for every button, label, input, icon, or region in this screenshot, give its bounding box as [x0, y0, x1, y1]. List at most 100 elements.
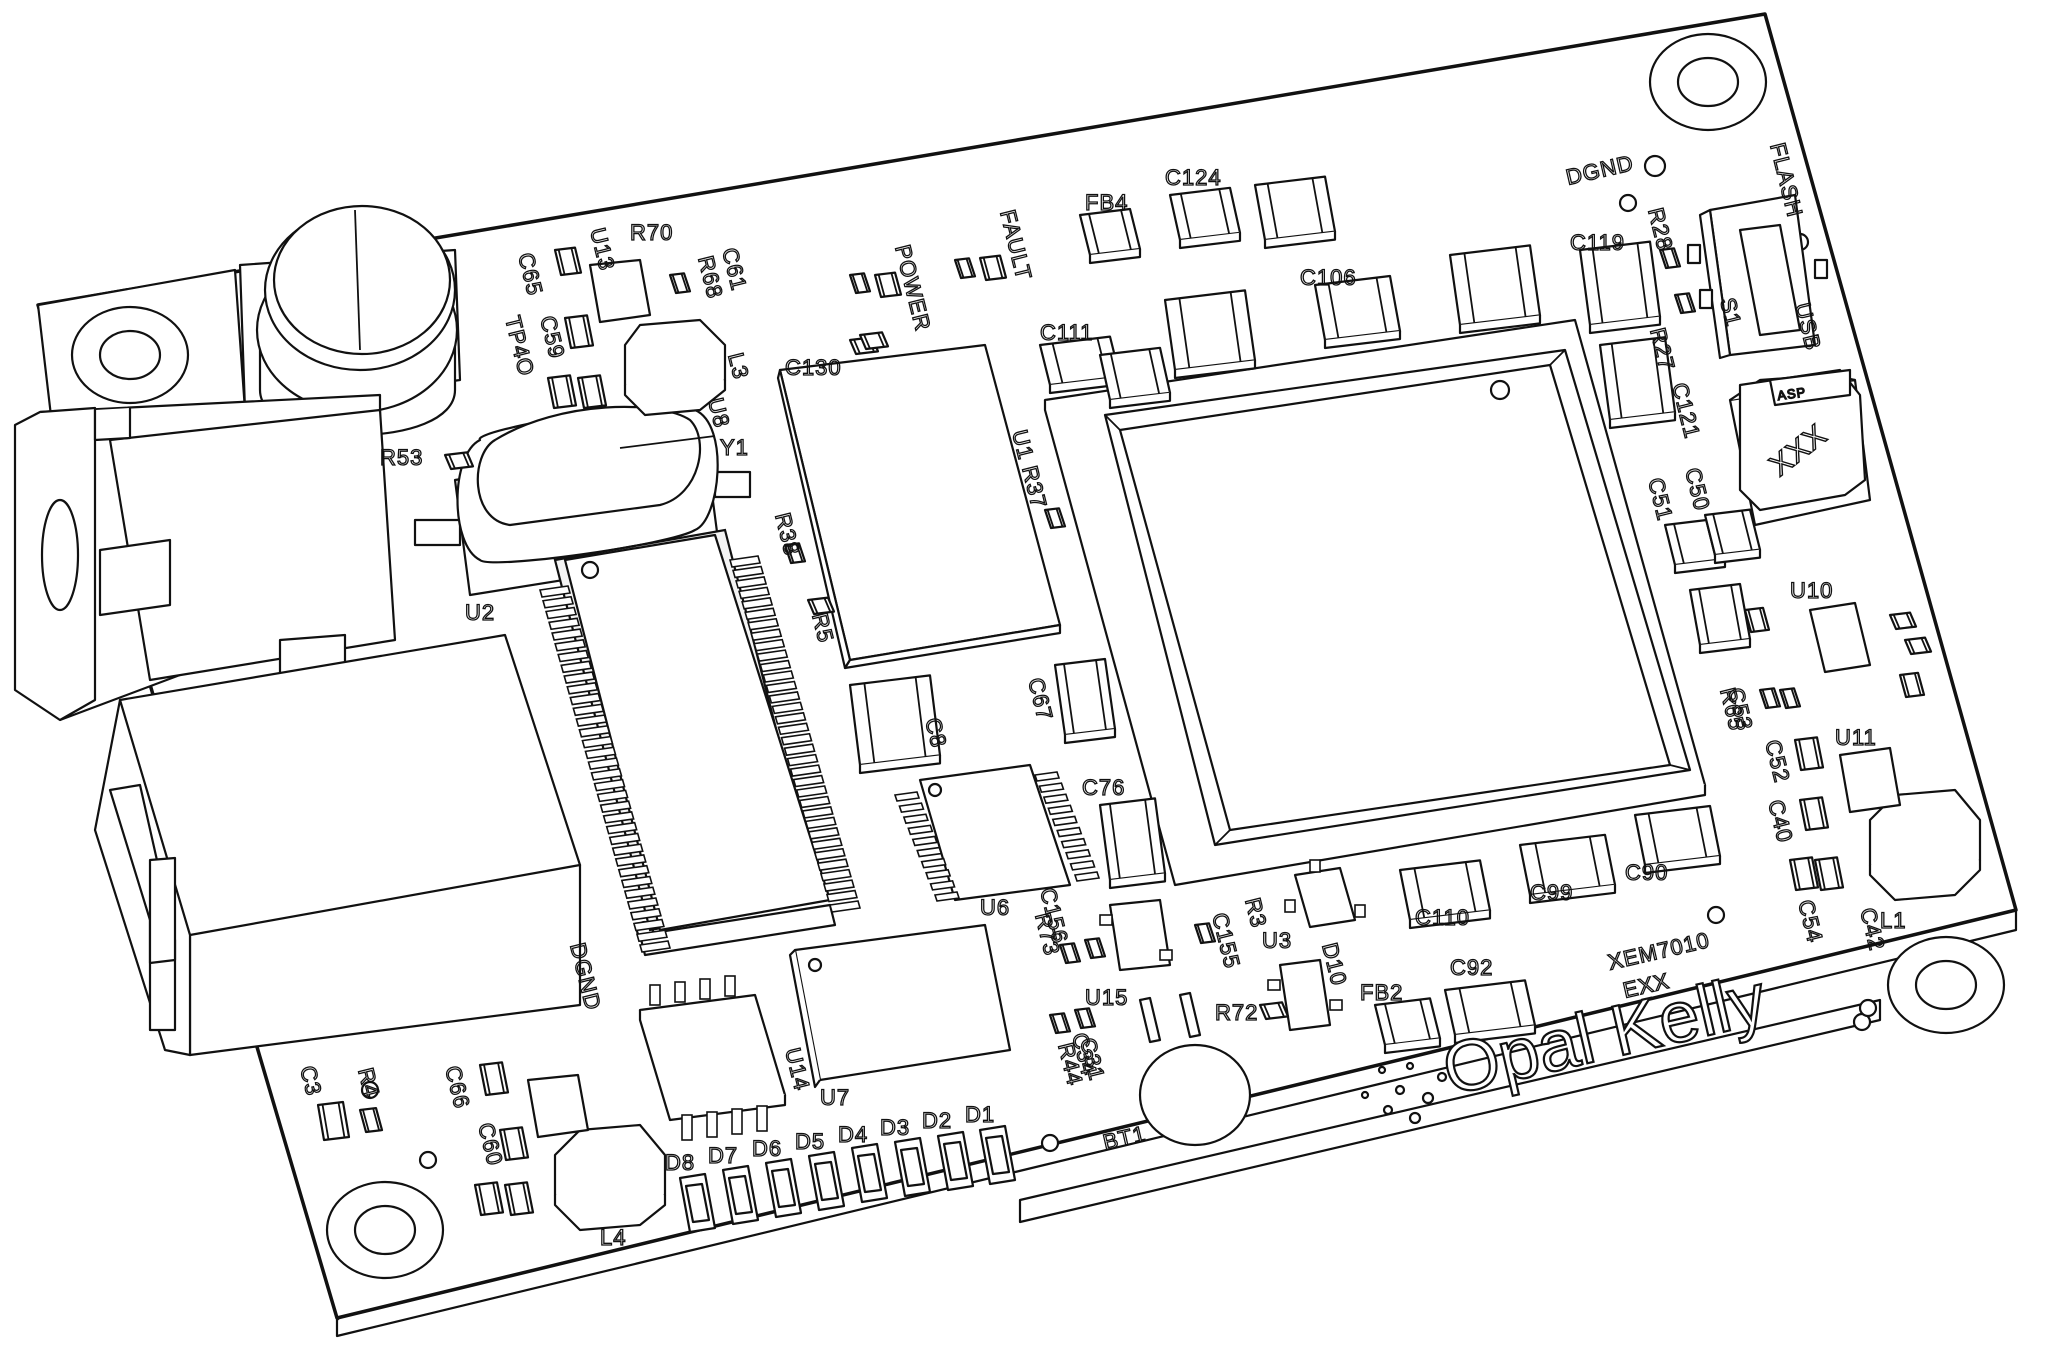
c121-cap — [1598, 336, 1677, 430]
refdes-u10: U10 — [1790, 578, 1833, 603]
r27-res — [1673, 292, 1697, 315]
c66-cap — [478, 1061, 510, 1097]
r65-res — [1758, 687, 1782, 710]
c-cap-b — [576, 374, 608, 410]
u2-pin — [545, 606, 578, 620]
u6-pin — [893, 791, 921, 802]
r-u10-b — [1903, 636, 1933, 656]
u1-left-ic — [526, 1073, 590, 1139]
refdes-d2: D2 — [922, 1108, 952, 1133]
u2-pin — [828, 900, 862, 913]
u2-pin — [569, 692, 602, 706]
u2-pin — [744, 607, 777, 621]
dc-power-jack — [13, 393, 397, 722]
u2-pin — [777, 722, 810, 736]
r-u15-b — [1073, 1007, 1097, 1030]
fault-led — [978, 254, 1008, 282]
u2-pin — [617, 864, 650, 878]
u2-pin — [605, 821, 638, 835]
u2-pin — [542, 595, 575, 609]
refdes-fb4: FB4 — [1085, 190, 1128, 215]
c53-cap — [1778, 687, 1802, 710]
u2-pin — [728, 555, 762, 568]
u2-pin — [632, 918, 665, 932]
u2-pins-left — [538, 585, 672, 953]
refdes-fb2: FB2 — [1360, 980, 1403, 1005]
u2-pin — [608, 832, 641, 846]
u13-ic — [588, 258, 652, 324]
c111-cap — [1078, 207, 1142, 265]
u6-pin — [925, 868, 952, 880]
r73-res — [1058, 942, 1082, 965]
u2-pin — [804, 816, 837, 830]
r68-res — [668, 272, 692, 295]
c52-cap — [1793, 736, 1825, 772]
u14-pins — [649, 975, 768, 1141]
bottom-connector-edge — [1018, 998, 1882, 1224]
u2-pin — [611, 843, 644, 857]
refdes-d5: D5 — [795, 1129, 825, 1154]
c-cap-e — [503, 1181, 535, 1217]
logo-dots — [1360, 1061, 1448, 1125]
slide-switch-s1 — [1686, 193, 1829, 360]
u6-pin — [1056, 826, 1083, 838]
u2-pin — [765, 680, 798, 694]
u2-pin — [774, 711, 807, 725]
mounting-hole-bottom-right — [1886, 935, 2006, 1035]
r72-res — [1258, 1001, 1290, 1021]
u2-pin — [602, 811, 635, 824]
dgnd-top-testpoint — [1643, 154, 1667, 178]
led-d6 — [764, 1157, 803, 1219]
refdes-c92: C92 — [1450, 955, 1493, 980]
usb-b-connector — [93, 633, 582, 1057]
c65-cap — [553, 246, 583, 277]
r38-res — [783, 542, 807, 565]
refdes-c106: C106 — [1300, 265, 1357, 290]
c124-cap — [1253, 175, 1337, 250]
c60-cap — [498, 1126, 530, 1162]
r-u10-d — [1743, 606, 1771, 634]
refdes-r70: R70 — [630, 220, 673, 245]
u2-pin — [783, 743, 816, 757]
c54-cap — [1788, 856, 1820, 892]
u2-pin — [548, 617, 581, 631]
c155-cap — [1193, 922, 1217, 945]
refdes-c76: C76 — [1082, 775, 1125, 800]
u2-connector — [538, 528, 862, 957]
c106-cap — [1313, 274, 1402, 350]
u6-pin — [1065, 848, 1092, 860]
u2-pin — [620, 875, 653, 889]
d10-diode — [1267, 958, 1343, 1032]
u6-pin — [1069, 860, 1096, 871]
u7-module — [788, 923, 1012, 1089]
u2-pin — [768, 691, 801, 704]
u8-ic — [776, 343, 1062, 670]
refdes-r53: R53 — [380, 445, 423, 470]
led-d5 — [807, 1150, 846, 1212]
fb4-ferrite — [1168, 186, 1242, 250]
u2-pin — [798, 795, 831, 809]
led-d2 — [936, 1130, 975, 1192]
c3-cap — [316, 1100, 351, 1142]
r-u10-a — [1888, 611, 1918, 631]
c42-cap — [1813, 856, 1845, 892]
u2-pin — [810, 837, 843, 851]
led-d8 — [678, 1172, 717, 1234]
u2-pin — [738, 586, 771, 600]
refdes-c110: C110 — [1415, 905, 1470, 930]
c-cap-d — [473, 1181, 505, 1217]
smd-components — [316, 175, 1933, 1217]
u2-pin — [596, 789, 629, 803]
u2-pin — [635, 929, 668, 943]
c67-cap — [1053, 657, 1117, 745]
u6-pin — [929, 880, 956, 891]
u2-pin — [614, 854, 647, 867]
u2-pin — [551, 628, 584, 641]
u2-pin — [753, 638, 786, 652]
refdes-c119: C119 — [1570, 230, 1625, 255]
u2-pin — [762, 670, 795, 683]
led-d4 — [850, 1142, 889, 1204]
u2-pin — [819, 868, 852, 882]
u2-pin — [795, 785, 828, 798]
u2-pin — [599, 800, 632, 814]
